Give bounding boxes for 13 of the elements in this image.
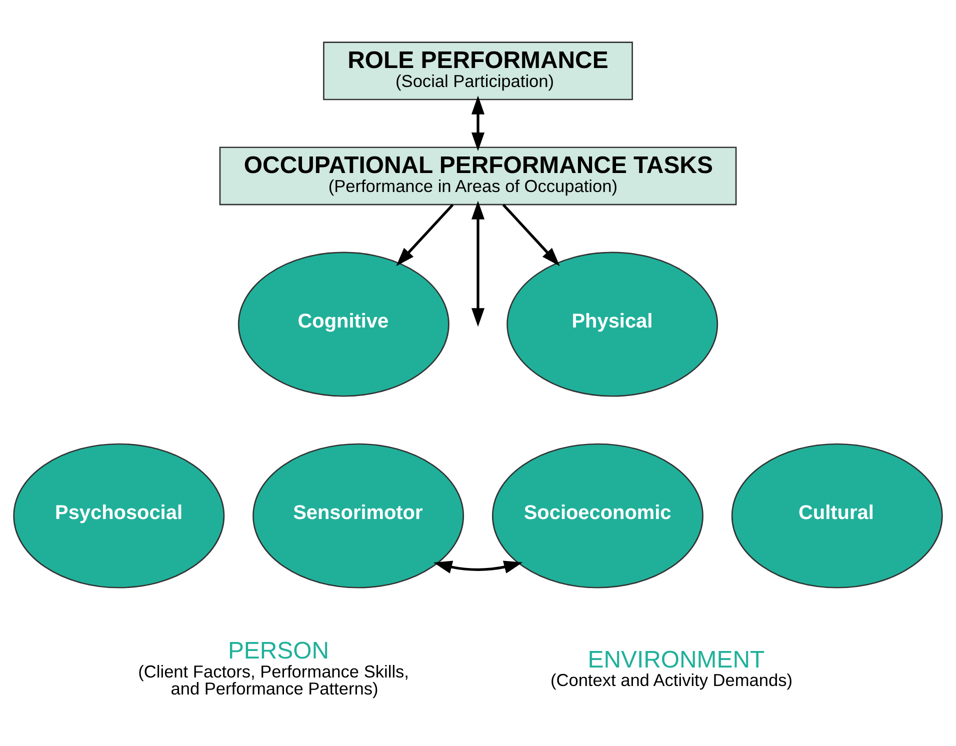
node-ellipse: Cultural	[731, 442, 943, 588]
node-ellipse: Sensorimotor	[252, 442, 464, 588]
node-ellipse: Socioeconomic	[492, 442, 704, 588]
arrow	[502, 203, 560, 266]
arrow	[433, 560, 523, 573]
arrow	[471, 200, 485, 326]
node-ellipse: Cognitive	[238, 251, 450, 396]
node-ellipse: Physical	[506, 251, 718, 396]
arrow	[471, 95, 485, 151]
arrow	[396, 203, 454, 266]
node-box: ROLE PERFORMANCE (Social Participation)	[323, 41, 633, 100]
node-box: OCCUPATIONAL PERFORMANCE TASKS (Performance in Areas of Occupation)	[219, 146, 737, 205]
node-ellipse: Psychosocial	[13, 442, 225, 588]
